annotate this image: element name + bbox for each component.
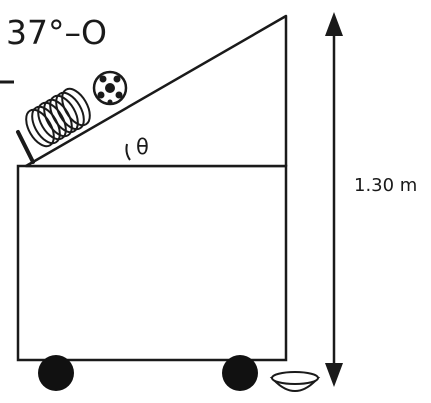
theta-label: θ (136, 135, 149, 159)
height-dimension-arrow (325, 12, 343, 387)
cart-body (16, 164, 288, 362)
angle-note: 37°–O (6, 13, 107, 52)
height-label: 1.30 m (354, 175, 417, 196)
incline-wedge (24, 14, 288, 168)
left-wheel (38, 355, 74, 391)
bowl (269, 371, 321, 392)
right-wheel (222, 355, 258, 391)
angle-arc (125, 143, 131, 161)
spring-coil (25, 87, 91, 148)
ball (92, 70, 128, 106)
incline-stop (16, 130, 35, 164)
